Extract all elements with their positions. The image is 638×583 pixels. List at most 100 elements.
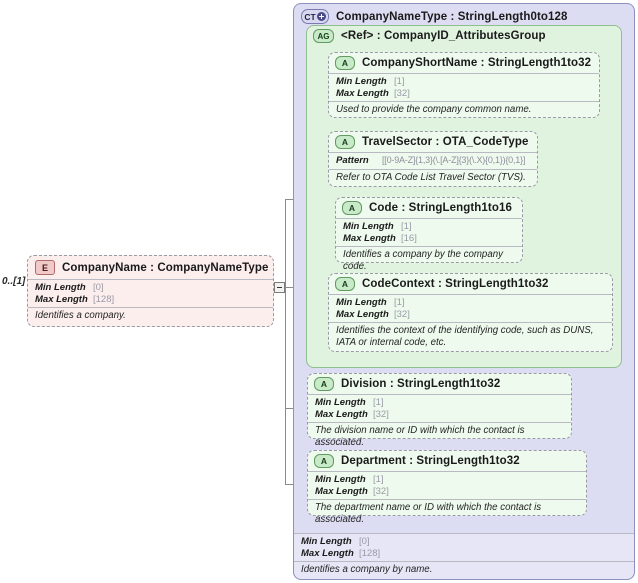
- attribute-title: CompanyShortName : StringLength1to32: [362, 57, 592, 69]
- facet-label: Max Length: [315, 485, 368, 497]
- facet-label: Max Length: [343, 232, 396, 244]
- facet-value: [32]: [373, 408, 389, 420]
- facet-value: [0]: [93, 282, 104, 293]
- attribute-badge-A: A: [335, 56, 355, 70]
- attributegroup-title: <Ref> : CompanyID_AttributesGroup: [341, 30, 546, 42]
- attribute-node-TravelSector[interactable]: A TravelSector : OTA_CodeType Pattern [[…: [328, 131, 538, 187]
- complextype-title: CompanyNameType : StringLength0to128: [336, 10, 568, 23]
- facet-label: Min Length: [35, 282, 86, 293]
- attribute-badge-A: A: [314, 454, 334, 468]
- element-header: E CompanyName : CompanyNameType: [28, 256, 273, 279]
- facet-row: Min Length [0]: [301, 536, 628, 548]
- attribute-node-CodeContext[interactable]: A CodeContext : StringLength1to32 Min Le…: [328, 273, 613, 352]
- attribute-documentation: The department name or ID with which the…: [308, 499, 586, 528]
- attribute-documentation: Identifies a company by the company code…: [336, 246, 522, 275]
- facet-row: Min Length [1]: [336, 76, 593, 88]
- complextype-footer: Min Length [0] Max Length [128] Identifi…: [294, 533, 634, 579]
- facet-label: Min Length: [301, 536, 352, 548]
- attribute-header: A TravelSector : OTA_CodeType: [329, 132, 537, 152]
- facet-row: Max Length [32]: [315, 409, 565, 421]
- attribute-documentation: Used to provide the company common name.: [329, 101, 599, 119]
- attribute-facets: Min Length [1] Max Length [32]: [308, 394, 571, 422]
- facet-row: Pattern [[0-9A-Z]{1,3}(\.[A-Z]{3}(\.X){0…: [336, 155, 531, 167]
- attribute-title: Code : StringLength1to16: [369, 202, 512, 214]
- attribute-facets: Min Length [1] Max Length [32]: [308, 471, 586, 499]
- facet-row: Max Length [128]: [301, 548, 628, 560]
- facet-value: [1]: [373, 397, 384, 408]
- attribute-badge-A: A: [335, 135, 355, 149]
- facet-label: Min Length: [315, 474, 366, 485]
- connector-trunk: [285, 199, 286, 381]
- facet-value: [32]: [394, 87, 410, 99]
- attribute-header: A CodeContext : StringLength1to32: [329, 274, 612, 294]
- attribute-badge-A: A: [342, 201, 362, 215]
- attribute-badge-A: A: [314, 377, 334, 391]
- element-documentation: Identifies a company.: [28, 307, 273, 325]
- facet-value: [32]: [373, 485, 389, 497]
- facet-value: [1]: [401, 221, 412, 232]
- attribute-node-Department[interactable]: A Department : StringLength1to32 Min Len…: [307, 450, 587, 525]
- facet-value: [1]: [394, 297, 405, 308]
- facet-value: [128]: [359, 547, 381, 559]
- attribute-header: A CompanyShortName : StringLength1to32: [329, 53, 599, 73]
- attribute-header: A Division : StringLength1to32: [308, 374, 571, 394]
- facet-label: Pattern: [336, 155, 369, 166]
- facet-label: Max Length: [301, 547, 354, 559]
- facet-row: Min Length [1]: [343, 221, 516, 233]
- facet-row: Max Length [32]: [336, 309, 606, 321]
- facet-row: Max Length [32]: [315, 486, 580, 498]
- attribute-title: Department : StringLength1to32: [341, 455, 520, 467]
- facet-label: Max Length: [315, 408, 368, 420]
- attribute-facets: Min Length [1] Max Length [32]: [329, 294, 612, 322]
- attribute-facets: Min Length [1] Max Length [16]: [336, 218, 522, 246]
- attribute-node-Code[interactable]: A Code : StringLength1to16 Min Length [1…: [335, 197, 523, 272]
- complextype-documentation: Identifies a company by name.: [294, 561, 634, 579]
- plus-circle-icon[interactable]: [316, 12, 326, 21]
- facet-row: Min Length [0]: [35, 282, 267, 294]
- attribute-header: A Department : StringLength1to32: [308, 451, 586, 471]
- facet-value: [1]: [394, 76, 405, 87]
- facet-value: [16]: [401, 232, 417, 244]
- attribute-documentation: Identifies the context of the identifyin…: [329, 322, 612, 351]
- attribute-header: A Code : StringLength1to16: [336, 198, 522, 218]
- facet-row: Min Length [1]: [336, 297, 606, 309]
- facet-row: Max Length [16]: [343, 233, 516, 245]
- complextype-facets: Min Length [0] Max Length [128]: [294, 533, 634, 561]
- facet-label: Min Length: [336, 297, 387, 308]
- attributegroup-badge-AG: AG: [313, 29, 334, 43]
- attributegroup-header: AG <Ref> : CompanyID_AttributesGroup: [307, 26, 621, 46]
- connector-trunk-lower: [285, 381, 286, 485]
- cardinality-label: 0..[1]: [2, 276, 26, 287]
- attribute-documentation: Refer to OTA Code List Travel Sector (TV…: [329, 168, 537, 187]
- facet-label: Max Length: [336, 87, 389, 99]
- attribute-title: Division : StringLength1to32: [341, 378, 501, 390]
- facet-row: Max Length [128]: [35, 294, 267, 306]
- attribute-facets: Min Length [1] Max Length [32]: [329, 73, 599, 101]
- facet-value: [1]: [373, 474, 384, 485]
- facet-row: Min Length [1]: [315, 397, 565, 409]
- attribute-documentation: The division name or ID with which the c…: [308, 422, 571, 451]
- facet-value: [[0-9A-Z]{1,3}(\.[A-Z]{3}(\.X){0,1}){0,1…: [382, 155, 526, 165]
- facet-value: [0]: [359, 536, 370, 548]
- facet-label: Min Length: [343, 221, 394, 232]
- element-facets: Min Length [0] Max Length [128]: [28, 279, 273, 307]
- complextype-badge-CT: CT: [301, 9, 329, 24]
- attribute-title: CodeContext : StringLength1to32: [362, 278, 549, 290]
- facet-label: Min Length: [315, 397, 366, 408]
- element-badge-E: E: [35, 260, 55, 275]
- attribute-node-CompanyShortName[interactable]: A CompanyShortName : StringLength1to32 M…: [328, 52, 600, 118]
- facet-row: Max Length [32]: [336, 88, 593, 100]
- expand-collapse-toggle[interactable]: [274, 282, 285, 293]
- complextype-header: CT CompanyNameType : StringLength0to128: [294, 4, 634, 27]
- facet-value: [128]: [93, 293, 115, 305]
- facet-value: [32]: [394, 308, 410, 320]
- element-node-CompanyName[interactable]: E CompanyName : CompanyNameType Min Leng…: [27, 255, 274, 327]
- facet-row: Min Length [1]: [315, 474, 580, 486]
- element-title: CompanyName : CompanyNameType: [62, 261, 269, 274]
- attribute-facets: Pattern [[0-9A-Z]{1,3}(\.[A-Z]{3}(\.X){0…: [329, 152, 537, 169]
- attribute-badge-A: A: [335, 277, 355, 291]
- badge-ct-label: CT: [304, 11, 316, 22]
- attribute-node-Division[interactable]: A Division : StringLength1to32 Min Lengt…: [307, 373, 572, 448]
- facet-label: Max Length: [336, 308, 389, 320]
